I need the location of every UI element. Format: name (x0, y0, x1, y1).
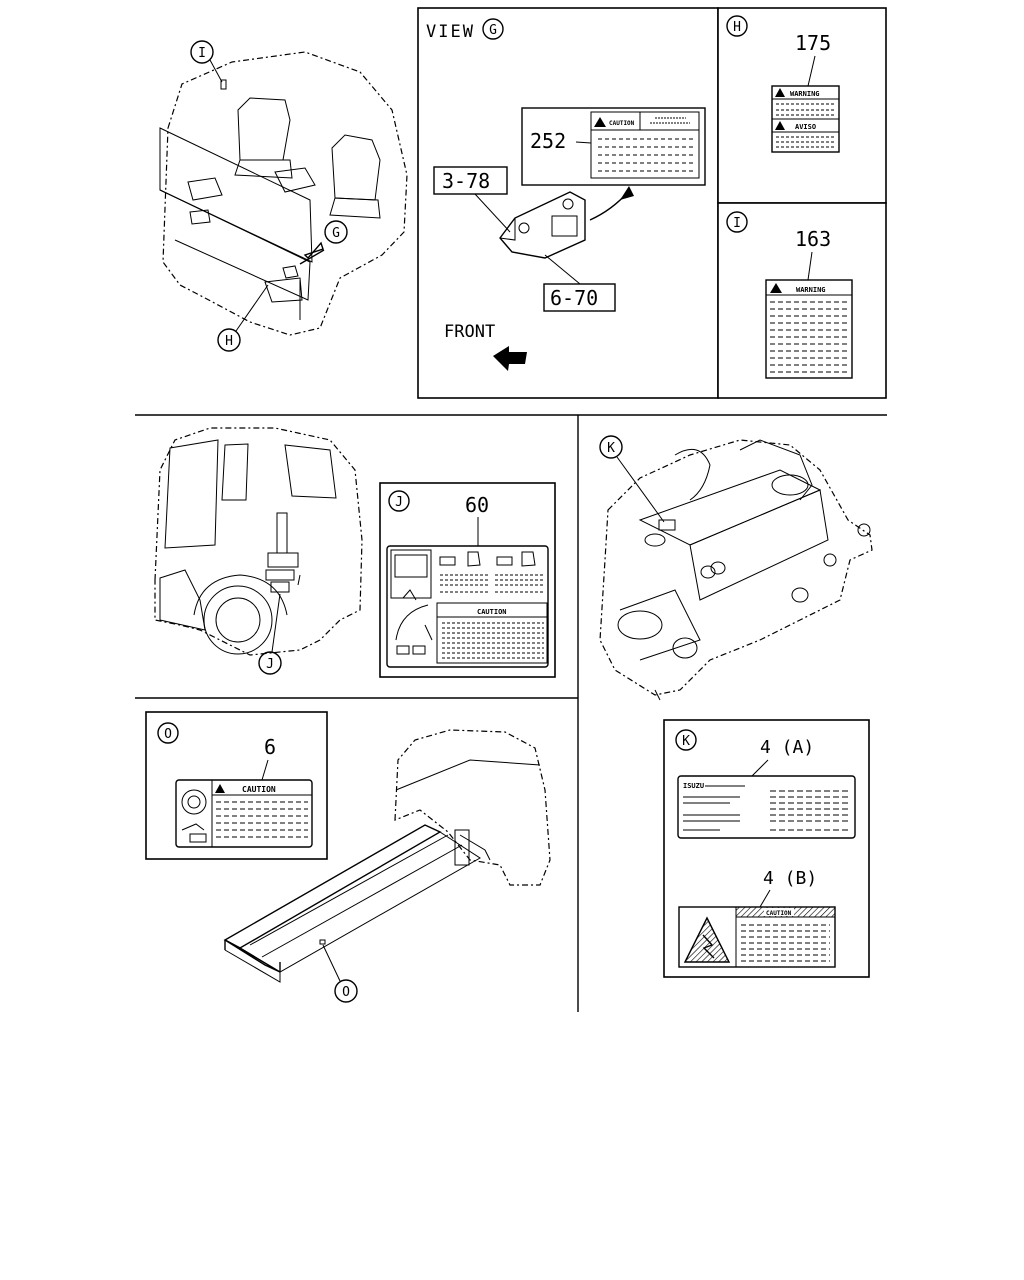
part-3-78: 3-78 (442, 169, 490, 193)
svg-text:G: G (332, 226, 340, 241)
i-panel: I 163 WARNING (717, 202, 887, 399)
svg-text:H: H (225, 334, 233, 349)
part-6-70: 6-70 (550, 286, 598, 310)
svg-text:J: J (395, 495, 403, 510)
view-title: VIEW (426, 22, 475, 42)
part-4a: 4 (A) (760, 737, 814, 758)
part-252: 252 (530, 129, 566, 153)
svg-text:WARNING: WARNING (796, 286, 826, 294)
svg-text:CAUTION: CAUTION (609, 120, 635, 127)
svg-text:J: J (266, 657, 274, 672)
front-label: FRONT (444, 322, 495, 342)
svg-text:ISUZU: ISUZU (683, 782, 704, 790)
svg-text:CAUTION: CAUTION (477, 608, 507, 616)
part-4b: 4 (B) (763, 868, 817, 889)
section-dividers (135, 414, 887, 1012)
truck-exterior-illustration (154, 427, 363, 656)
svg-text:O: O (164, 727, 172, 742)
svg-text:K: K (682, 734, 690, 749)
o-panel: O 6 CAUTION (145, 711, 328, 860)
overview-callout-h: H (217, 284, 269, 352)
engine-illustration (599, 439, 873, 701)
svg-text:WARNING: WARNING (790, 90, 820, 98)
overview-callout-g: G (324, 220, 348, 244)
svg-text:CAUTION: CAUTION (242, 785, 276, 794)
j-panel: J 60 CAUTION (379, 482, 556, 678)
overview-callout-i: I (190, 40, 223, 83)
svg-text:CAUTION: CAUTION (766, 910, 792, 917)
svg-text:G: G (489, 23, 497, 38)
svg-text:K: K (607, 441, 615, 456)
overview-callout-o: O (322, 944, 358, 1003)
overview-callout-j: J (258, 593, 282, 675)
part-163: 163 (795, 227, 831, 251)
svg-text:I: I (198, 46, 206, 61)
k-panel: K 4 (A) ISUZU 4 (B) CAUTION (663, 719, 870, 978)
part-175: 175 (795, 31, 831, 55)
svg-text:O: O (342, 985, 350, 1000)
overview-callout-k: K (599, 435, 665, 523)
front-arrow-icon (493, 346, 527, 371)
part-6: 6 (264, 735, 276, 759)
svg-text:H: H (733, 20, 741, 35)
chassis-illustration (223, 729, 551, 983)
h-panel: H 175 WARNING AVISO (717, 7, 887, 204)
part-60: 60 (465, 493, 489, 517)
cab-interior-illustration (159, 51, 408, 336)
svg-text:I: I (733, 216, 741, 231)
view-g-panel: VIEW G CAUTION 252 3-78 6-70 F (417, 7, 719, 399)
svg-text:AVISO: AVISO (795, 123, 816, 131)
